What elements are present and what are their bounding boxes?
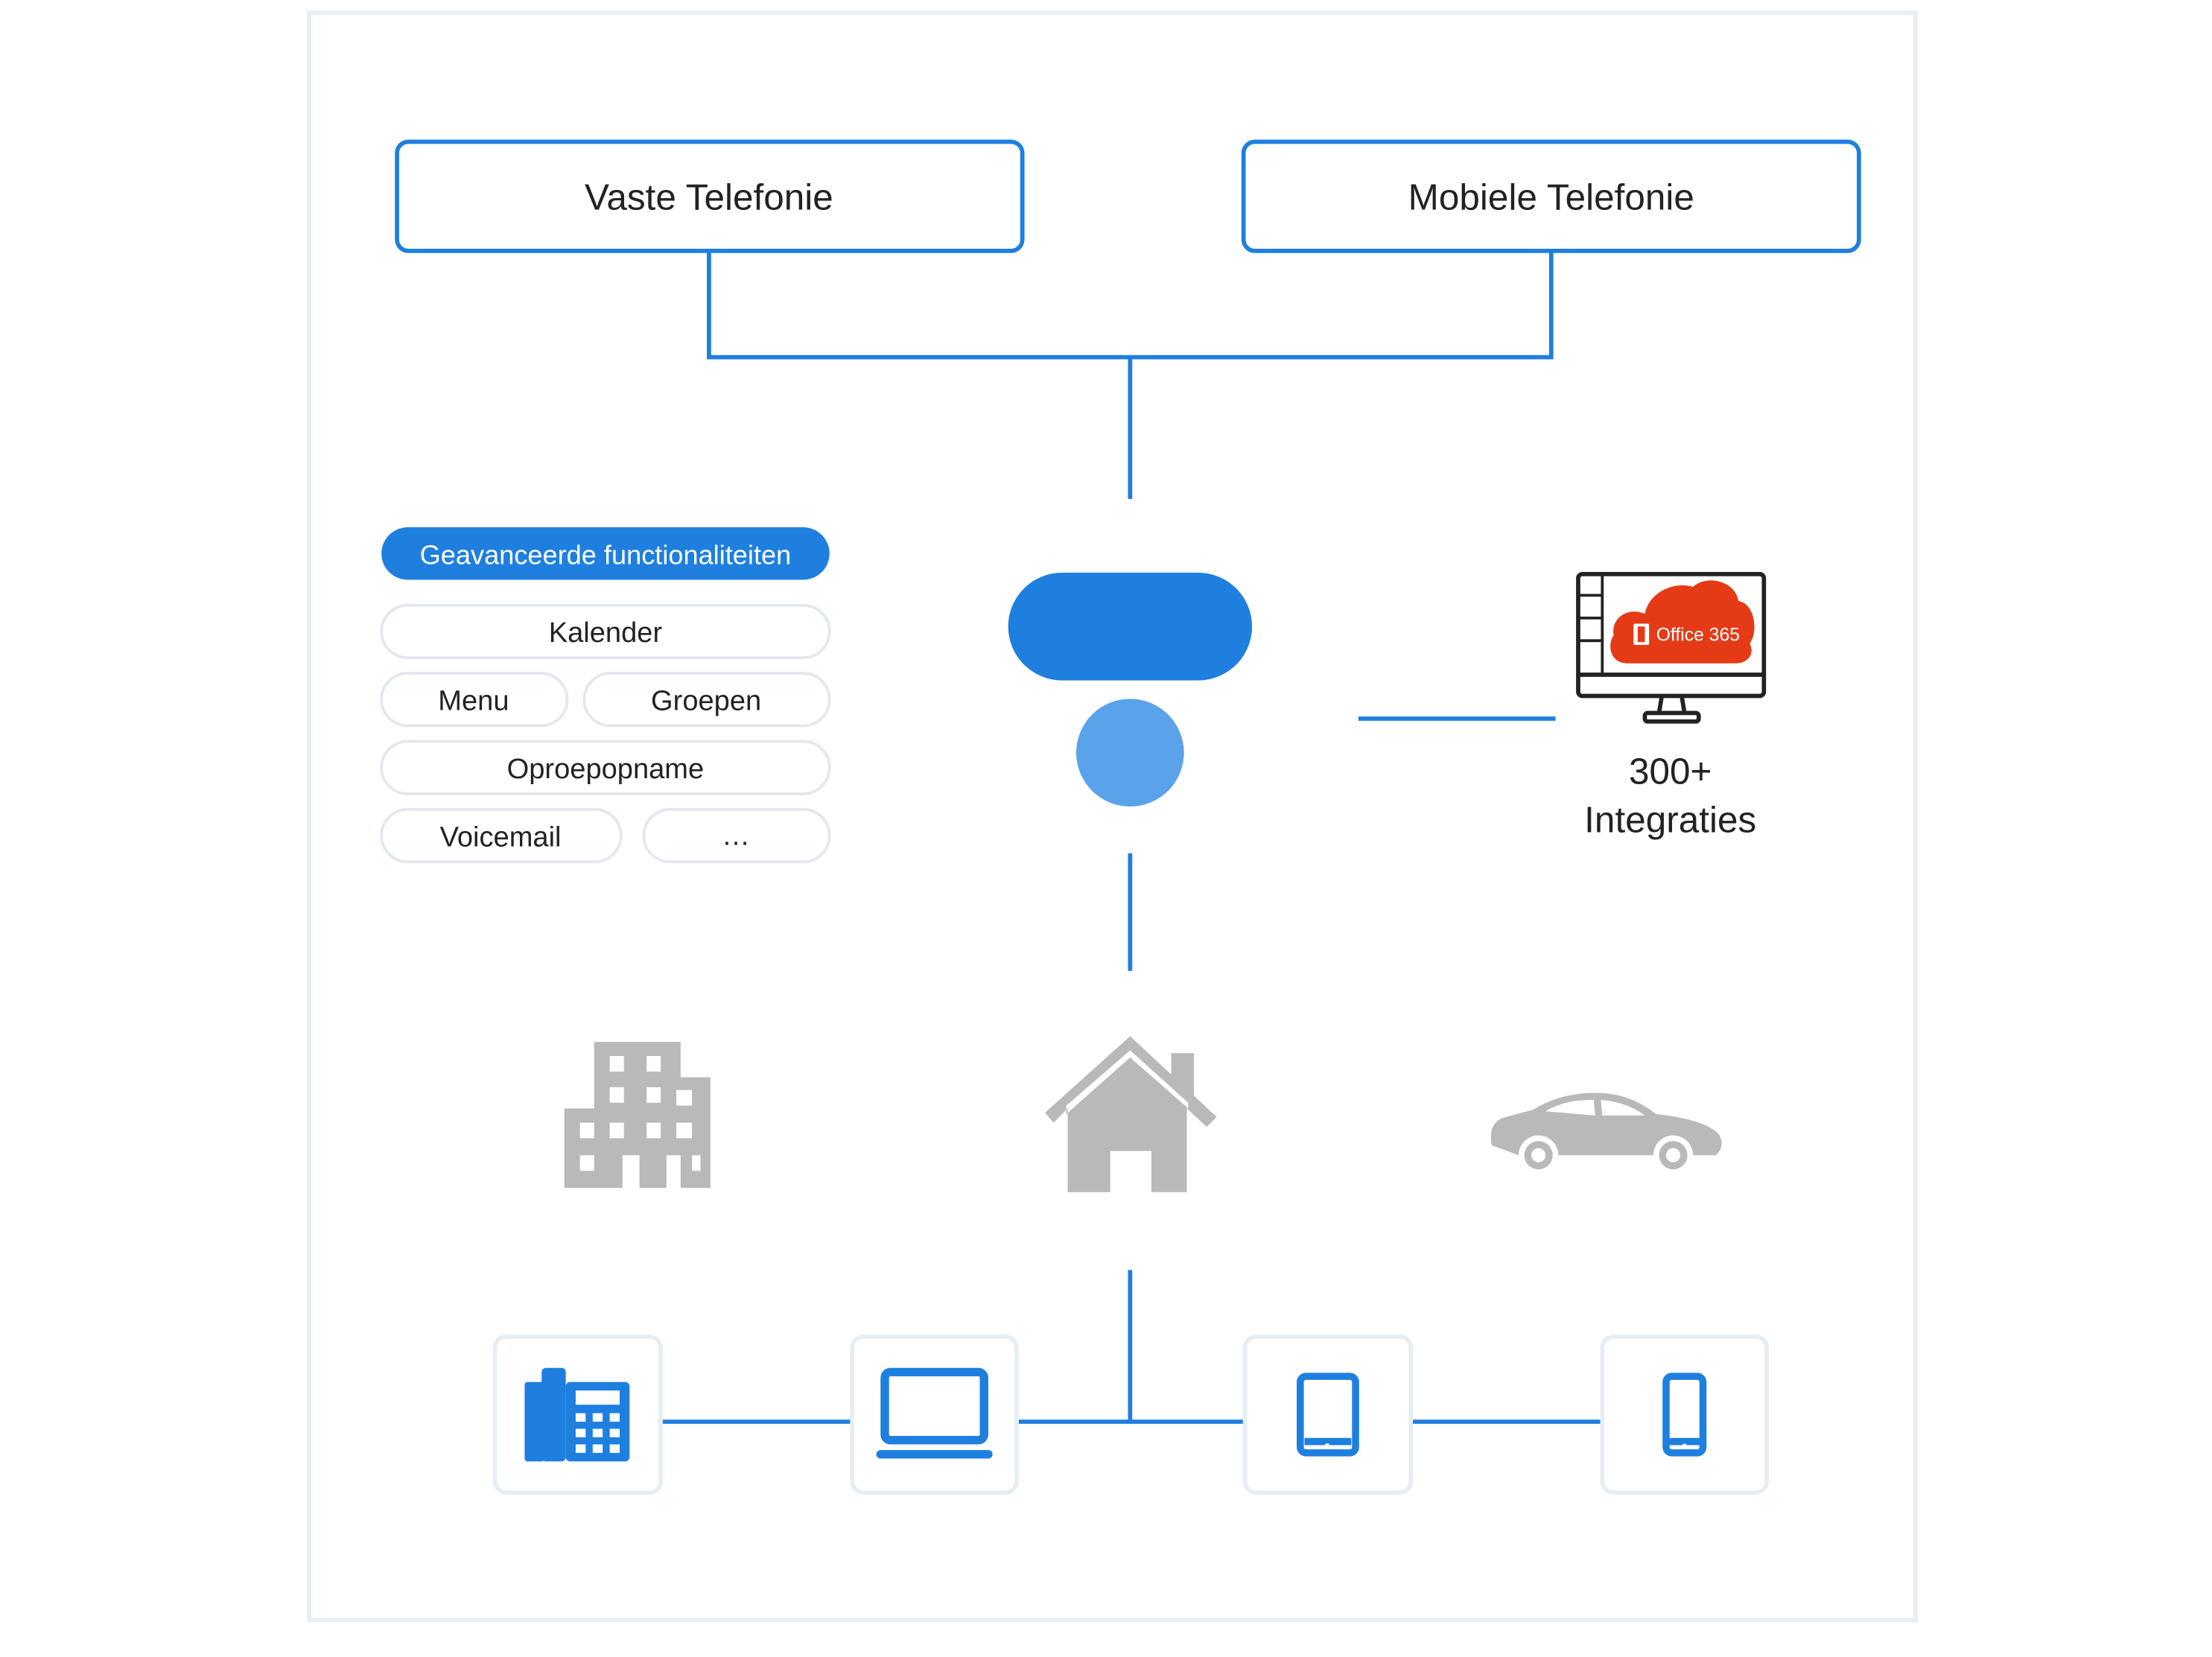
features-header-pill	[381, 527, 830, 580]
platform-logo-dot	[1076, 699, 1184, 807]
feature-label-voicemail: Voicemail	[440, 821, 562, 853]
feature-pill-menu	[380, 672, 569, 728]
feature-label-calendar: Kalender	[549, 617, 663, 649]
laptop-icon	[876, 1367, 993, 1459]
device-card-tablet	[1242, 1334, 1414, 1495]
feature-label-call-recording: Oproepopname	[507, 754, 705, 785]
features-header: Geavanceerde functionaliteiten	[420, 540, 792, 570]
office365-cloud-logo: Office 365	[1610, 580, 1755, 664]
feature-pill-calendar	[380, 603, 831, 660]
platform-logo-bar	[1008, 572, 1253, 681]
feature-label-more: …	[722, 820, 750, 851]
integrations-label: Integraties	[1584, 799, 1756, 840]
feature-label-groups: Groepen	[651, 686, 761, 717]
home-icon	[1045, 1036, 1217, 1192]
desk-phone-icon	[524, 1367, 630, 1462]
office365-logo-text: Office 365	[1656, 625, 1740, 645]
feature-label-menu: Menu	[438, 686, 509, 717]
feature-pill-voicemail	[380, 807, 623, 864]
car-icon	[1490, 1093, 1722, 1170]
tablet-icon	[1297, 1373, 1359, 1457]
feature-pill-call-recording	[380, 740, 831, 795]
top-connectors	[661, 252, 1603, 1424]
smartphone-icon	[1662, 1373, 1707, 1457]
feature-pill-more	[642, 807, 831, 864]
integrations-count: 300+	[1629, 751, 1712, 792]
fixed-telephony-box	[395, 139, 1025, 253]
device-card-smartphone	[1600, 1334, 1770, 1495]
office-building-icon	[564, 1041, 711, 1188]
mobile-telephony-box	[1241, 139, 1861, 253]
device-card-laptop	[850, 1334, 1019, 1495]
mobile-telephony-label: Mobiele Telefonie	[1408, 177, 1694, 218]
feature-pill-groups	[582, 672, 831, 728]
fixed-telephony-label: Vaste Telefonie	[585, 177, 833, 218]
